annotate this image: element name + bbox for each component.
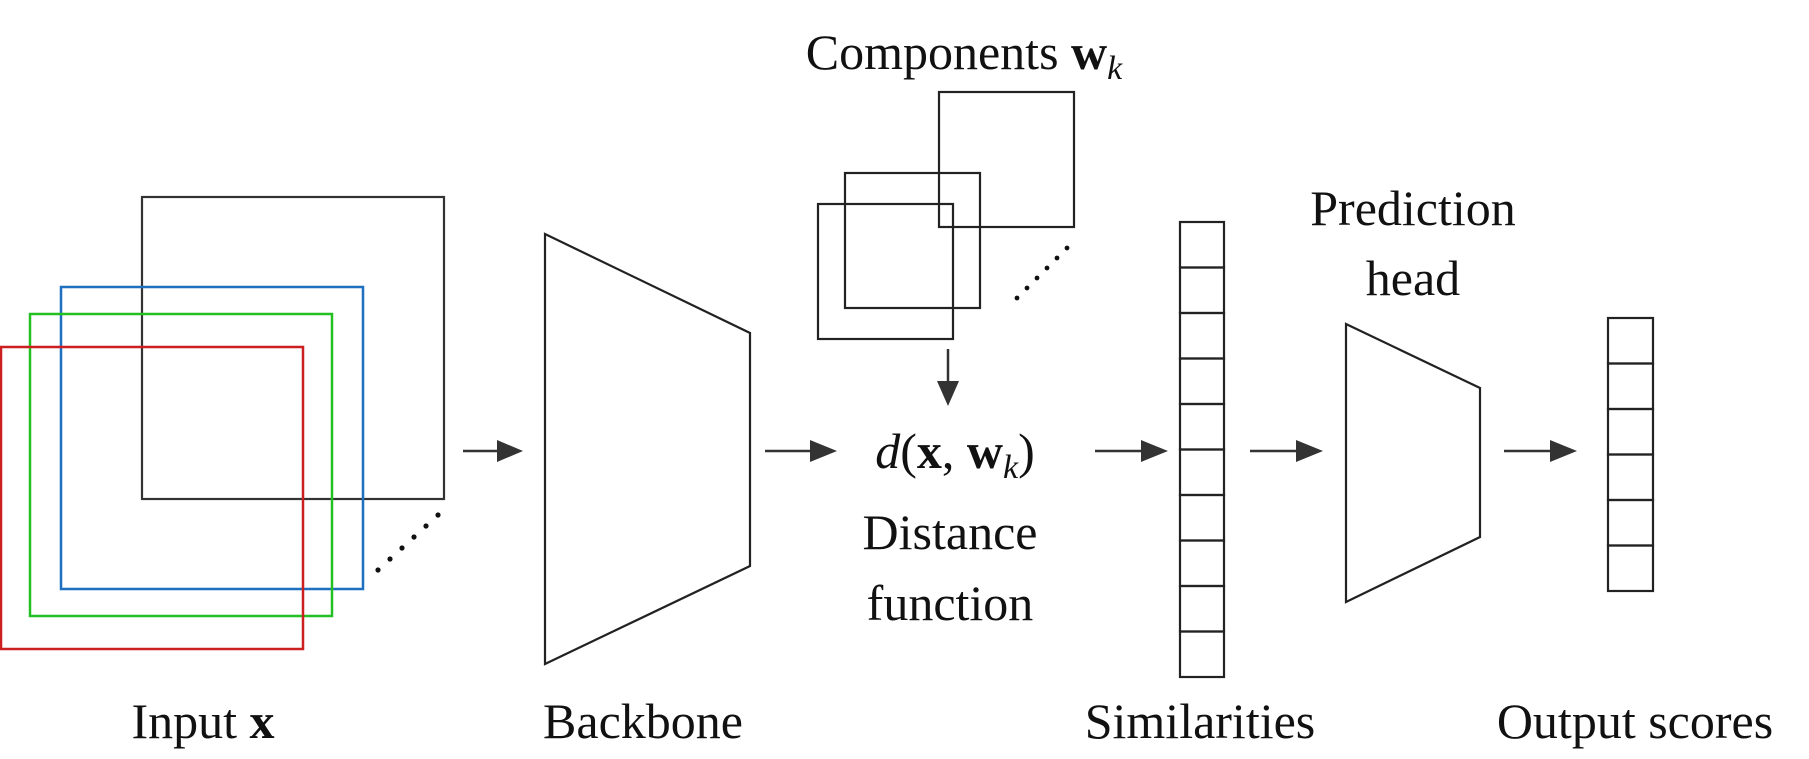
input-ellipsis xyxy=(375,512,441,573)
similarities-label: Similarities xyxy=(1085,693,1316,749)
output-scores-label: Output scores xyxy=(1497,693,1773,749)
similarity-cell xyxy=(1178,448,1226,497)
input-red-channel xyxy=(0,345,305,651)
backbone-trapezoid xyxy=(543,232,752,666)
prediction-head-label-line2: head xyxy=(1366,250,1460,306)
output-score-cell xyxy=(1606,316,1655,365)
similarity-cell xyxy=(1178,630,1226,679)
input-blue-channel xyxy=(59,285,365,591)
arrow-head-to-output xyxy=(1504,440,1577,462)
components-stack xyxy=(816,90,1076,341)
distance-function-label-line1: Distance xyxy=(863,504,1038,560)
similarity-cell xyxy=(1178,220,1226,269)
distance-function-label-line2: function xyxy=(867,575,1034,631)
similarity-cell xyxy=(1178,357,1226,406)
output-score-cell xyxy=(1606,407,1655,456)
similarity-cell xyxy=(1178,539,1226,588)
output-score-cell xyxy=(1606,498,1655,547)
component-square-front xyxy=(816,202,955,341)
similarity-cell xyxy=(1178,402,1226,451)
arrow-backbone-to-distance xyxy=(765,440,837,462)
prediction-head-label-line1: Prediction xyxy=(1310,180,1516,236)
distance-formula: d(x, wk) xyxy=(875,423,1035,486)
components-ellipsis xyxy=(1014,245,1070,301)
arrow-distance-to-similarities xyxy=(1095,440,1168,462)
components-label: Components wk xyxy=(806,24,1123,87)
component-square-middle xyxy=(843,171,982,310)
output-score-cell xyxy=(1606,544,1655,593)
similarity-cell xyxy=(1178,584,1226,633)
arrow-input-to-backbone xyxy=(463,440,523,462)
arrow-components-to-distance xyxy=(937,349,959,406)
input-stack xyxy=(0,195,446,651)
backbone-label: Backbone xyxy=(543,693,743,749)
similarity-cell xyxy=(1178,266,1226,315)
component-square-back xyxy=(937,90,1076,229)
input-green-channel xyxy=(28,312,334,618)
similarity-cell xyxy=(1178,311,1226,360)
output-score-cell xyxy=(1606,362,1655,411)
arrow-similarities-to-head xyxy=(1250,440,1323,462)
input-label: Input x xyxy=(131,693,274,749)
similarities-vector xyxy=(1178,220,1226,679)
similarity-cell xyxy=(1178,493,1226,542)
prediction-head-trapezoid xyxy=(1344,322,1482,604)
output-scores-vector xyxy=(1606,316,1655,593)
output-score-cell xyxy=(1606,453,1655,502)
